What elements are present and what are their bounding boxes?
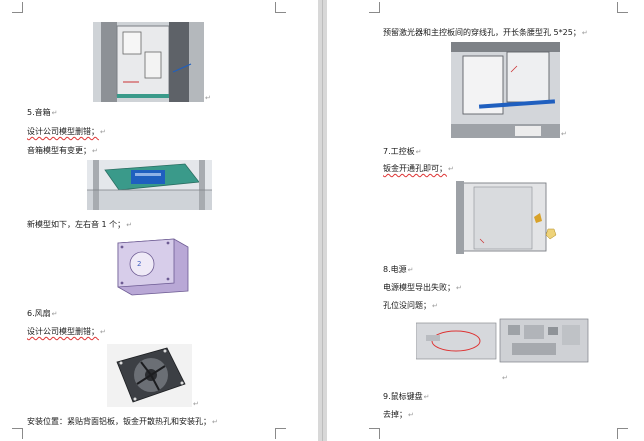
crop-mark [12,428,23,439]
paragraph-mark: ↵ [561,130,567,138]
paragraph-mark: ↵ [193,400,199,408]
crop-mark [369,2,380,13]
fan-line-2: 安装位置：紧贴背面铝板，钣金开散热孔和安装孔；↵ [27,417,218,426]
wire-hole-line: 预留激光器和主控板间的穿线孔，开长条腰型孔 5*25；↵ [383,28,588,37]
document-page-right: 预留激光器和主控板间的穿线孔，开长条腰型孔 5*25；↵ ↵ 7.工控板↵ 钣金… [327,0,644,441]
power-line-1: 电源模型导出失败；↵ [383,283,462,292]
page-gutter [318,0,327,441]
crop-mark [275,2,286,13]
paragraph-mark: ↵ [502,374,508,382]
speaker-line-3: 新模型如下，左右音 1 个；↵ [27,220,133,229]
mouse-line-1: 去掉；↵ [383,410,414,419]
document-page-left: ↵ 5.音箱↵ 设计公司模型删错；↵ 音箱模型有变更；↵ 新模型如下，左右音 1… [0,0,318,441]
crop-mark [12,2,23,13]
fan-photo-image [107,344,192,407]
cad-speaker-assembly-image [87,160,212,210]
heading-speaker: 5.音箱↵ [27,108,58,117]
speaker-part-label: 2 [137,260,142,268]
crop-mark [275,428,286,439]
heading-power: 8.电源↵ [383,265,414,274]
heading-ipc: 7.工控板↵ [383,147,422,156]
power-line-2: 孔位没问题；↵ [383,301,438,310]
crop-mark [617,2,628,13]
crop-mark [617,428,628,439]
cad-enclosure-image [93,22,204,102]
fan-line-1: 设计公司模型删错；↵ [27,327,106,336]
crop-mark [369,428,380,439]
paragraph-mark: ↵ [205,94,211,102]
ipc-line-1: 钣金开通孔即可；↵ [383,164,454,173]
cad-boards-image [451,42,560,138]
cad-ipc-board-image [454,181,558,254]
speaker-line-1: 设计公司模型删错；↵ [27,127,106,136]
power-supply-images [416,317,592,364]
cad-speaker-module-image: 2 [104,233,194,301]
speaker-line-2: 音箱模型有变更；↵ [27,146,98,155]
heading-fan: 6.风扇↵ [27,309,58,318]
heading-mouse: 9.鼠标键盘↵ [383,392,430,401]
